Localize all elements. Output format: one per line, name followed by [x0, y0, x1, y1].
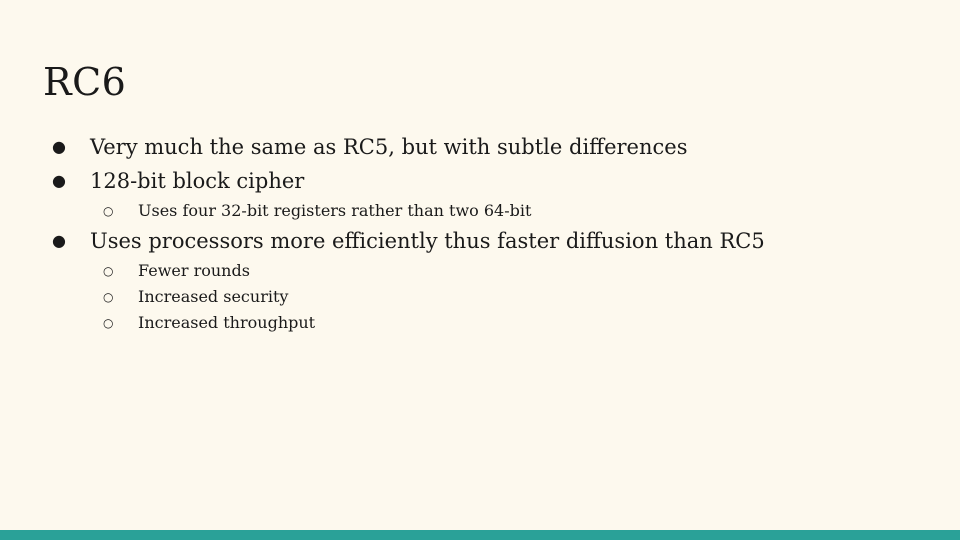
- bullet-circle-icon: ○: [103, 204, 114, 218]
- accent-bar: [0, 530, 960, 540]
- bullet-dot-icon: ●: [52, 231, 66, 250]
- sub-bullet-item: ○ Fewer rounds: [0, 258, 960, 284]
- sub-bullet-text: Uses four 32-bit registers rather than t…: [138, 201, 532, 220]
- bullet-text: Very much the same as RC5, but with subt…: [90, 135, 688, 159]
- sub-bullet-item: ○ Increased throughput: [0, 310, 960, 336]
- bullet-text: Uses processors more efficiently thus fa…: [90, 229, 765, 253]
- bullet-list: ● Very much the same as RC5, but with su…: [0, 130, 960, 336]
- bullet-circle-icon: ○: [103, 290, 114, 304]
- sub-bullet-item: ○ Uses four 32-bit registers rather than…: [0, 198, 960, 224]
- slide-title: RC6: [43, 60, 127, 104]
- sub-bullet-text: Increased security: [138, 287, 289, 306]
- sub-bullet-text: Increased throughput: [138, 313, 316, 332]
- sub-bullet-text: Fewer rounds: [138, 261, 250, 280]
- sub-bullet-item: ○ Increased security: [0, 284, 960, 310]
- bullet-dot-icon: ●: [52, 137, 66, 156]
- bullet-item: ● Uses processors more efficiently thus …: [0, 224, 960, 258]
- bullet-item: ● Very much the same as RC5, but with su…: [0, 130, 960, 164]
- bullet-circle-icon: ○: [103, 264, 114, 278]
- bullet-circle-icon: ○: [103, 316, 114, 330]
- bullet-dot-icon: ●: [52, 171, 66, 190]
- bullet-text: 128-bit block cipher: [90, 169, 305, 193]
- bullet-item: ● 128-bit block cipher: [0, 164, 960, 198]
